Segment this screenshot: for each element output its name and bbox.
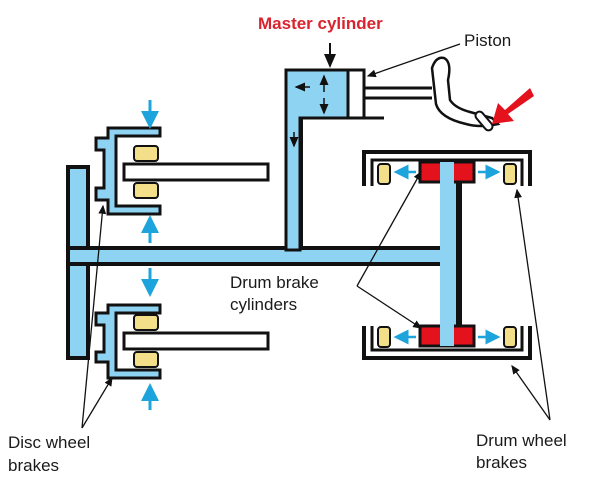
piston-label: Piston [464,31,512,50]
disc-brake-lower [94,268,270,410]
drum-brake-upper [362,150,532,246]
brake-pedal [430,56,534,132]
disc-brakes-label-line2: brakes [8,456,60,475]
drum-wheel-brakes-label-line2: brakes [476,453,528,472]
drum-wheel-brakes-label-line1: Drum wheel [476,431,567,450]
drum-cylinders-label-line2: cylinders [230,295,298,314]
master-cylinder-title: Master cylinder [258,14,383,33]
disc-brake-upper [94,100,270,243]
leader-lines [81,43,551,429]
master-cylinder [284,68,432,252]
drum-cylinders-label-line1: Drum brake [230,273,319,292]
pedal-force-arrow [492,88,534,124]
hydraulic-lines [66,100,462,360]
drum-brake-lower [362,266,532,360]
disc-brakes-label-line1: Disc wheel [8,433,91,452]
